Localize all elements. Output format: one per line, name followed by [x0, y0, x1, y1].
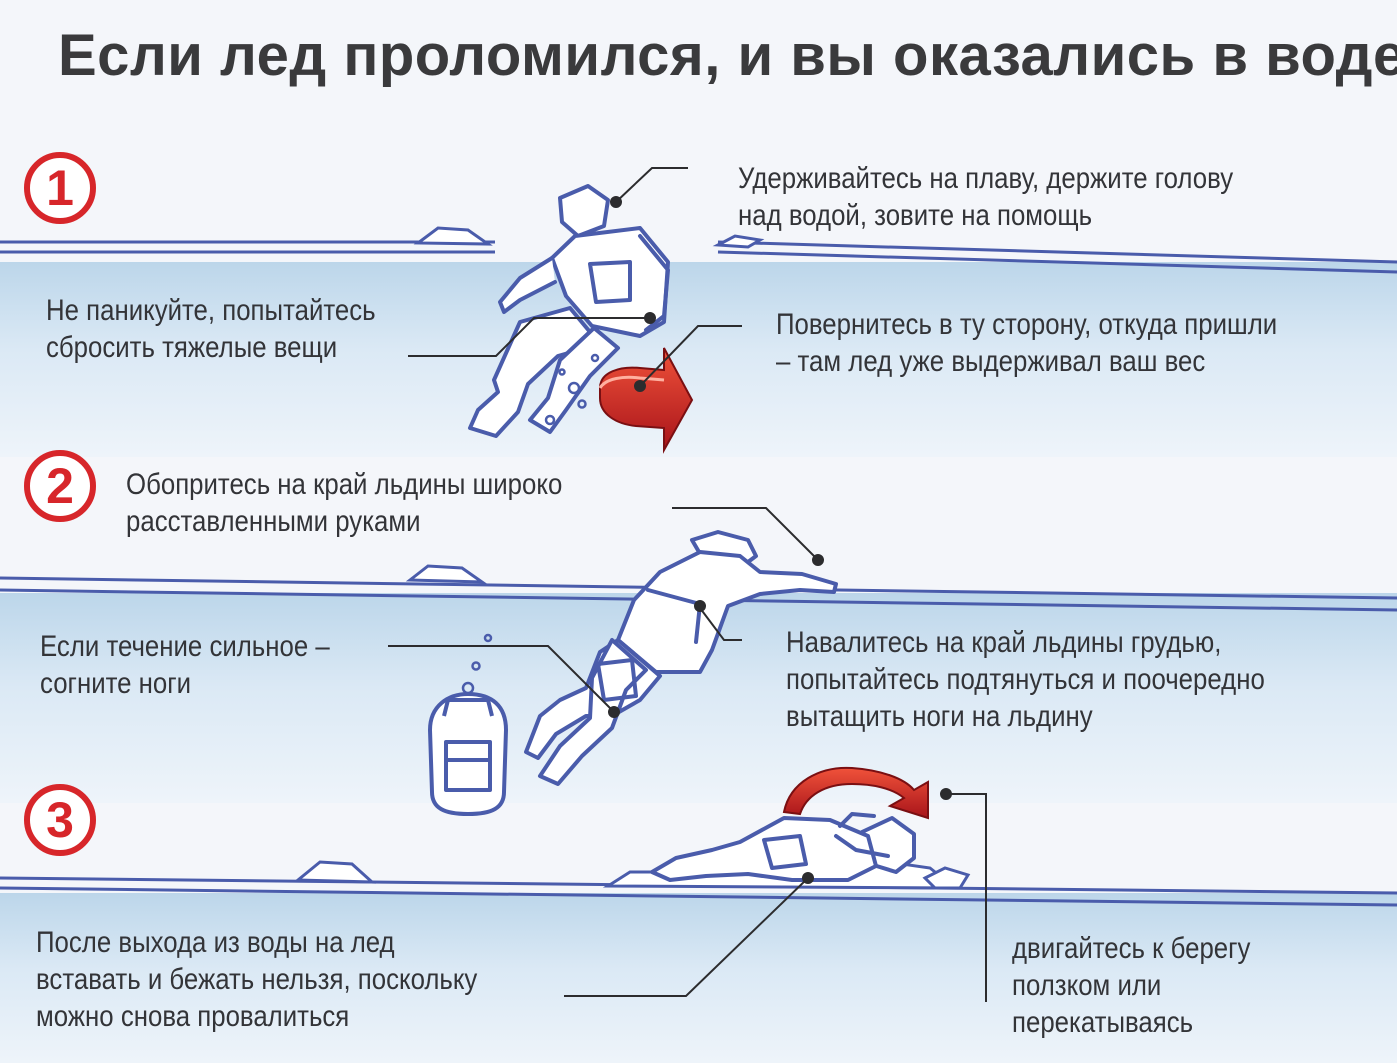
- caption-move-to-shore: двигайтесь к берегу ползком или перекаты…: [1012, 932, 1251, 1039]
- page-title: Если лед проломился, и вы оказались в во…: [58, 23, 1397, 88]
- ice-chunk-icon: [293, 860, 377, 884]
- person-climbing-icon: [524, 530, 838, 786]
- caption-climb-out: Навалитесь на край льдины грудью, попыта…: [786, 626, 1265, 733]
- ice-chunk-icon: [413, 226, 493, 246]
- caption-dont-stand: После выхода из воды на лед вставать и б…: [36, 926, 478, 1033]
- step-3-badge: 3: [24, 784, 96, 856]
- caption-lean-on-edge: Обопритесь на край льдины широко расстав…: [126, 468, 563, 538]
- turn-arrow-icon: [598, 347, 694, 454]
- leader-lines: [388, 167, 987, 1002]
- ice-chunk-icon: [922, 866, 971, 890]
- step-1-badge: 1: [24, 152, 96, 224]
- step-2-badge: 2: [24, 450, 96, 522]
- water-band-1: [0, 226, 1397, 457]
- caption-stay-afloat: Удерживайтесь на плаву, держите голову н…: [738, 162, 1234, 232]
- caption-turn-back: Повернитесь в ту сторону, откуда пришли …: [776, 308, 1278, 378]
- bubbles-icon: [461, 633, 493, 695]
- backpack-icon: [428, 692, 508, 816]
- roll-arrow-icon: [782, 766, 929, 820]
- caption-no-panic: Не паникуйте, попытайтесь сбросить тяжел…: [46, 294, 376, 364]
- caption-bend-legs: Если течение сильное – согните ноги: [40, 630, 330, 700]
- ice-chunk-icon: [405, 564, 487, 584]
- person-floating-icon: [468, 184, 670, 438]
- ice-chunk-icon: [712, 234, 765, 249]
- person-crawling-icon: [650, 812, 916, 882]
- water-band-3: [0, 856, 1397, 1063]
